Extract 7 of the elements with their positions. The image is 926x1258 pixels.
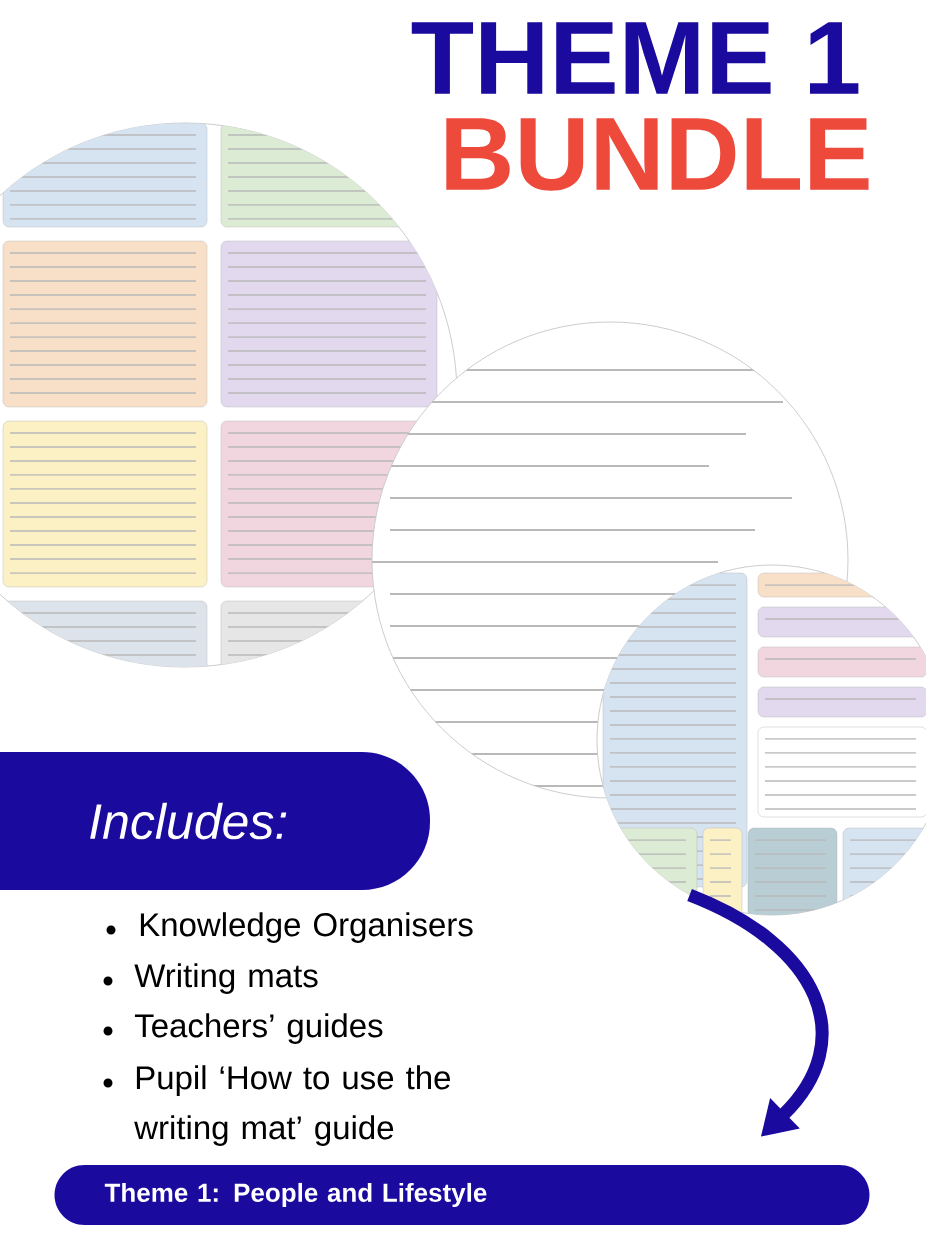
title-line: THEME 1 [411,22,859,94]
title-line: BUNDLE [446,118,869,191]
footer-band: Theme 1: People and Lifestyle [54,1165,870,1225]
document-preview-drawing [596,564,926,916]
heading-band: Includes: [0,752,430,890]
list-item: Writing mats [134,963,318,994]
list-item: Teachers’ guides [134,1013,383,1044]
